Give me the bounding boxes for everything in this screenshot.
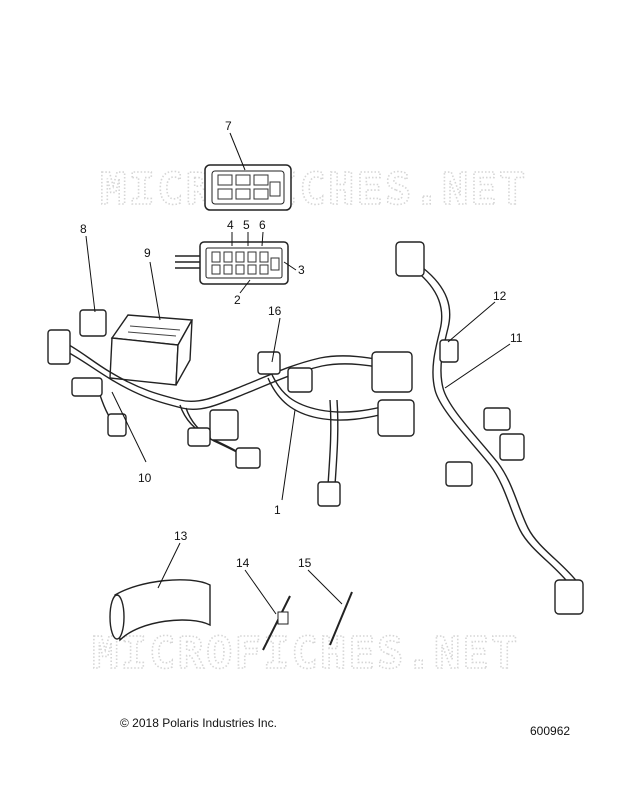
callout-11: 11 <box>510 331 523 345</box>
watermark-bottom: MICROFICHES.NET <box>92 628 519 679</box>
callout-2: 2 <box>234 293 241 307</box>
callout-5: 5 <box>243 218 250 232</box>
callout-15: 15 <box>298 556 312 570</box>
fuse-box-part-7 <box>204 164 292 211</box>
sleeve-part-13 <box>109 579 211 642</box>
callout-9: 9 <box>144 246 151 260</box>
module-part-9 <box>109 314 194 386</box>
callout-13: 13 <box>174 529 188 543</box>
callout-10: 10 <box>138 471 152 485</box>
fuse-box-part-2 <box>175 241 289 285</box>
callout-1: 1 <box>274 503 281 517</box>
tie-part-14 <box>262 595 291 651</box>
diagram-number: 600962 <box>530 724 571 738</box>
leader-lines <box>85 132 511 615</box>
callout-12: 12 <box>493 289 507 303</box>
callout-16: 16 <box>268 304 282 318</box>
main-harness-part-1 <box>47 241 584 615</box>
callout-14: 14 <box>236 556 250 570</box>
copyright-notice: © 2018 Polaris Industries Inc. <box>120 716 277 730</box>
callout-4: 4 <box>227 218 234 232</box>
callout-7: 7 <box>225 119 232 133</box>
callout-8: 8 <box>80 222 87 236</box>
callout-3: 3 <box>298 263 305 277</box>
watermark-top: MICROFICHES.NET <box>100 164 527 215</box>
callout-6: 6 <box>259 218 266 232</box>
tie-part-15 <box>329 591 353 646</box>
